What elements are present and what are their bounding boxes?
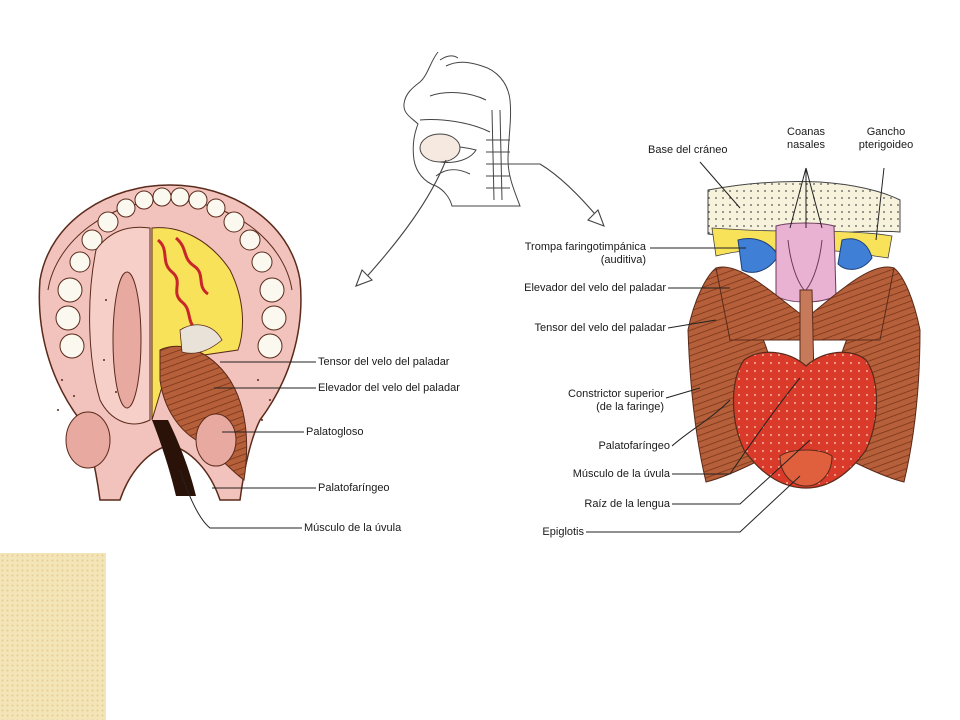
label-gancho-line1: Gancho	[866, 126, 906, 138]
label-constrictor: Constrictor superior (de la faringe)	[480, 388, 664, 414]
pharynx-illustration	[687, 180, 921, 489]
label-tensor-right: Tensor del velo del paladar	[534, 322, 666, 334]
label-coanas-line1: Coanas	[787, 126, 825, 138]
label-coanas-line2: nasales	[787, 139, 825, 151]
label-trompa-line2: (auditiva)	[600, 254, 646, 266]
label-palatofaringeo-left: Palatofaríngeo	[318, 482, 390, 494]
corner-decoration	[0, 553, 106, 720]
leader-lines-left	[179, 361, 316, 529]
label-base-craneo: Base del cráneo	[648, 144, 728, 156]
label-constrictor-line1: Constrictor superior	[568, 388, 664, 400]
label-coanas: Coanas nasales	[766, 126, 846, 152]
label-gancho-line2: pterigoideo	[858, 139, 914, 151]
label-epiglotis: Epiglotis	[542, 526, 584, 538]
label-trompa-line1: Trompa faringotimpánica	[524, 241, 646, 253]
pointer-arrows	[355, 159, 605, 287]
label-elevador-right: Elevador del velo del paladar	[524, 282, 666, 294]
label-elevador-left: Elevador del velo del paladar	[318, 382, 460, 394]
label-musculo-uvula-left: Músculo de la úvula	[304, 522, 402, 534]
palate-illustration	[38, 184, 302, 501]
label-raiz-lengua: Raíz de la lengua	[584, 498, 670, 510]
head-sketch	[403, 51, 521, 207]
label-palatogloso-left: Palatogloso	[306, 426, 364, 438]
label-tensor-left: Tensor del velo del paladar	[318, 356, 450, 368]
label-constrictor-line2: (de la faringe)	[596, 401, 664, 413]
leader-lines-right	[586, 161, 885, 533]
label-gancho: Gancho pterigoideo	[846, 126, 926, 152]
label-musculo-uvula-right: Músculo de la úvula	[572, 468, 670, 480]
label-trompa: Trompa faringotimpánica (auditiva)	[440, 241, 646, 267]
label-palatofaringeo-right: Palatofaríngeo	[598, 440, 670, 452]
